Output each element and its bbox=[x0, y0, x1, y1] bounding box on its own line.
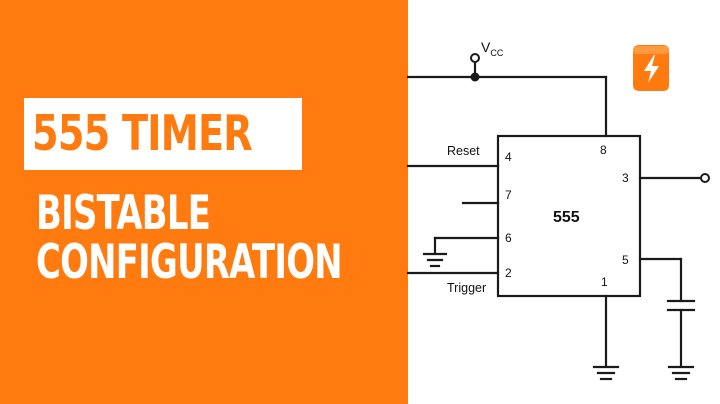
pin-5-label: 5 bbox=[622, 253, 629, 267]
output-terminal bbox=[700, 173, 710, 183]
pin-3-label: 3 bbox=[622, 171, 629, 185]
pin-6-label: 6 bbox=[505, 231, 512, 245]
vcc-junction-dot bbox=[470, 72, 480, 82]
pin-7-label: 7 bbox=[505, 188, 512, 202]
vcc-label: VCC bbox=[481, 39, 504, 58]
pin-2-label: 2 bbox=[505, 266, 512, 280]
ic-555-body bbox=[496, 134, 642, 298]
pin-1-label: 1 bbox=[601, 275, 608, 289]
vcc-terminal bbox=[470, 53, 480, 63]
title-box: 555 TIMER bbox=[24, 98, 302, 170]
lightning-bolt-icon bbox=[633, 45, 669, 91]
chip-label: 555 bbox=[553, 209, 580, 226]
pin-4-label: 4 bbox=[505, 150, 512, 164]
reset-label: Reset bbox=[447, 144, 480, 158]
subtitle-line-2: CONFIGURATION bbox=[36, 235, 343, 290]
subtitle-line-1: BISTABLE bbox=[36, 186, 211, 241]
pin-8-label: 8 bbox=[600, 143, 607, 157]
page-title: 555 TIMER bbox=[32, 105, 253, 162]
left-title-panel: 555 TIMER BISTABLE CONFIGURATION bbox=[0, 0, 408, 404]
trigger-label: Trigger bbox=[447, 281, 486, 295]
